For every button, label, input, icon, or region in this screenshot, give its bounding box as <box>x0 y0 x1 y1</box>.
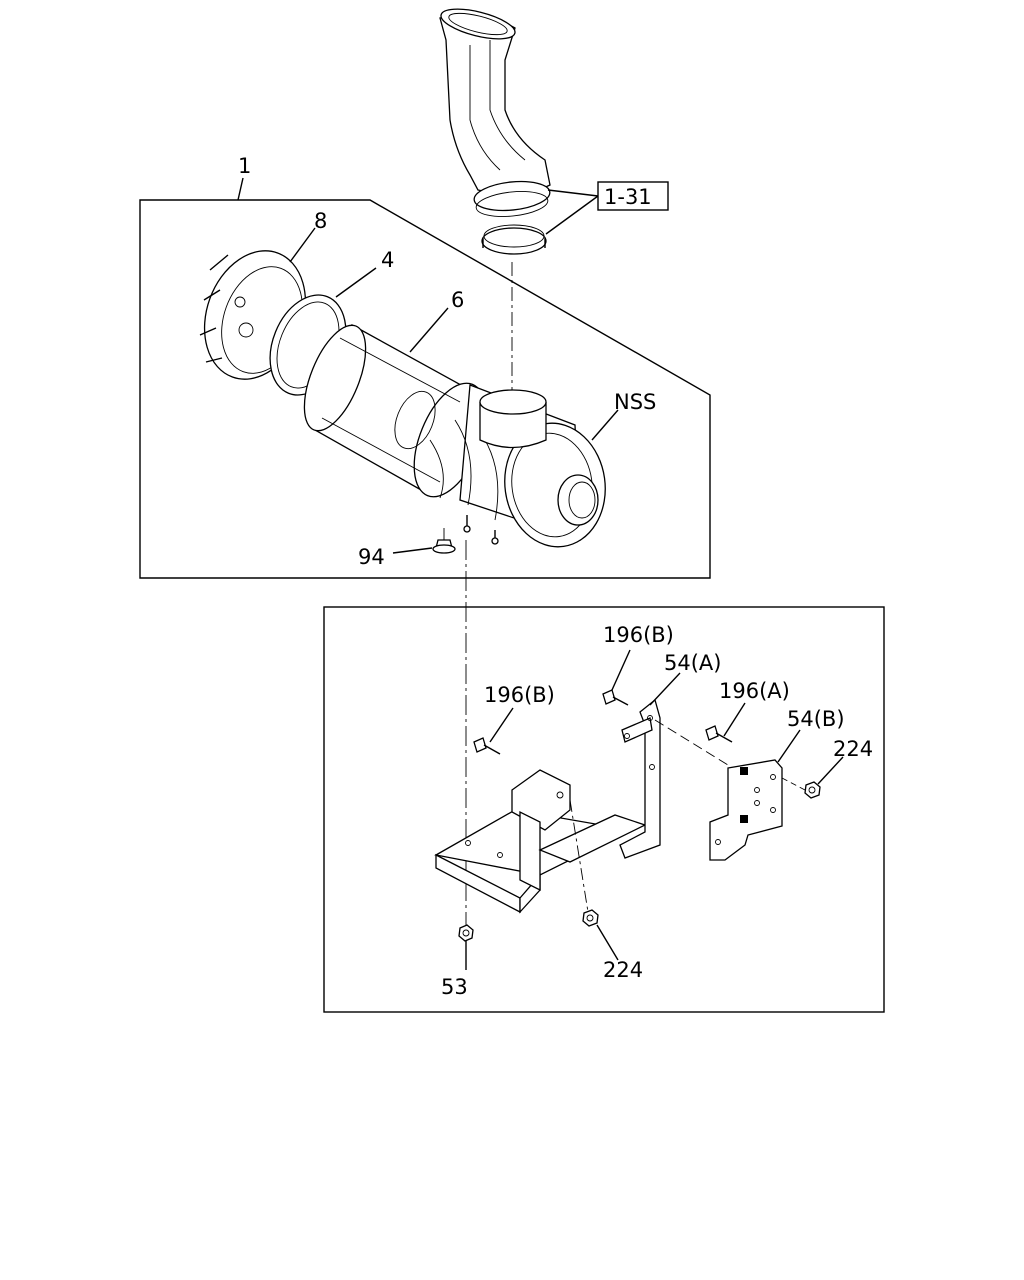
label-bolt-b-upper: 196(B) <box>603 623 674 647</box>
label-nut-right: 224 <box>833 737 873 761</box>
label-cover: 8 <box>314 209 327 233</box>
label-element: 6 <box>451 288 464 312</box>
label-nut-53: 53 <box>441 975 468 999</box>
label-air-duct-ref: 1-31 <box>604 185 652 209</box>
label-assembly: 1 <box>238 154 251 178</box>
nut-224-right <box>804 781 821 799</box>
nut-53 <box>458 924 474 942</box>
filter-housing <box>429 384 606 548</box>
label-valve: 94 <box>358 545 385 569</box>
nut-224-bottom <box>582 909 599 927</box>
label-bracket-a: 54(A) <box>664 651 721 675</box>
label-bracket-b: 54(B) <box>787 707 845 731</box>
assembly-frame <box>139 199 711 579</box>
air-intake-duct <box>439 8 551 217</box>
bolt-196b-left <box>473 737 501 755</box>
mounting-bracket <box>434 698 661 914</box>
ref-box-1-31 <box>597 181 669 211</box>
label-bolt-a: 196(A) <box>719 679 790 703</box>
label-nut-bottom: 224 <box>603 958 643 982</box>
bracket-frame <box>323 606 885 1013</box>
duct-clamp <box>481 224 547 255</box>
label-bolt-b-left: 196(B) <box>484 683 555 707</box>
label-nss: NSS <box>614 390 656 414</box>
bolt-196a <box>705 725 733 743</box>
label-seal-ring: 4 <box>381 248 394 272</box>
dust-valve <box>432 528 456 554</box>
bolt-196b-upper <box>602 689 629 706</box>
bracket-54b <box>709 759 783 861</box>
